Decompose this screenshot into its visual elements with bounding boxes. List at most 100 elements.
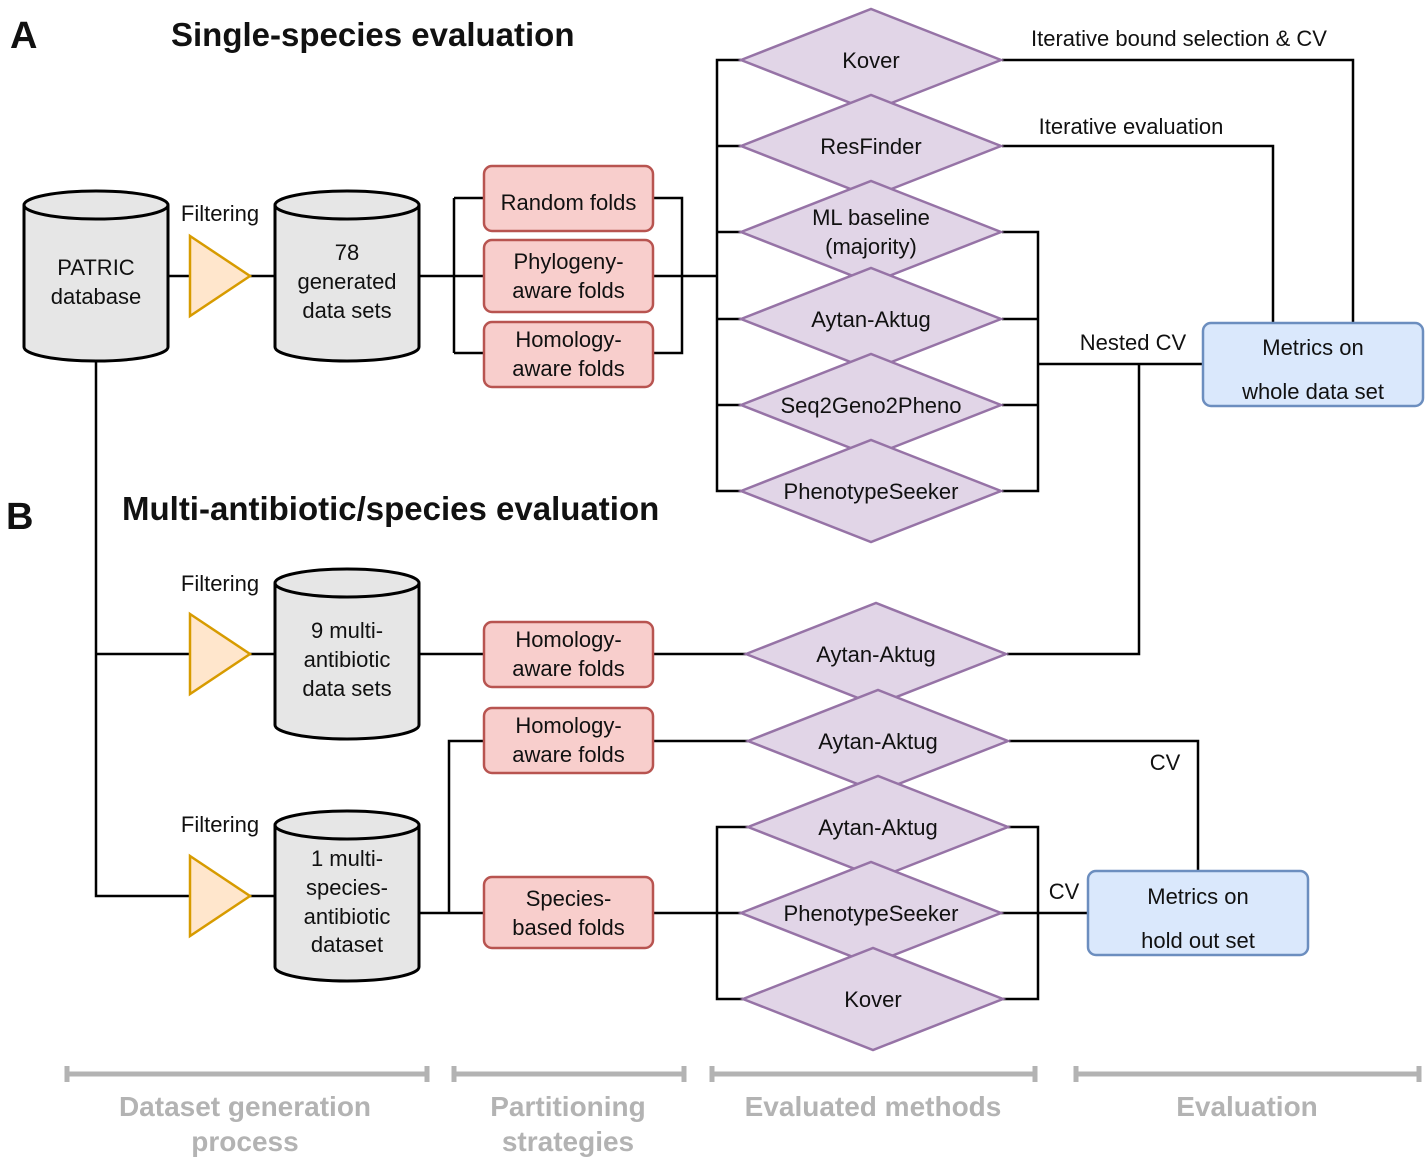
metrics-whole-data-set-box	[1201, 321, 1425, 408]
fold-species-box	[482, 875, 655, 950]
label-iterative-eval: Iterative evaluation	[1039, 114, 1224, 139]
stage-dataset-generation-text-2: process	[191, 1126, 298, 1157]
method-seq2geno-text-1: Seq2Geno2Pheno	[780, 393, 961, 418]
method-aytan-b3: Aytan-Aktug	[744, 774, 1012, 880]
method-aytan-a-text-1: Aytan-Aktug	[811, 307, 930, 332]
label-iterative-bound: Iterative bound selection & CV	[1031, 26, 1327, 51]
database-generated-text-2: generated	[297, 269, 396, 294]
database-multi-antibiotic-text-3: data sets	[302, 676, 391, 701]
method-aytan-b3-text-1: Aytan-Aktug	[818, 815, 937, 840]
database-multi-species-text-2: species-	[306, 875, 388, 900]
edge-aytan-b1-to-nested	[1007, 364, 1141, 656]
method-aytan-b2-diamond	[744, 688, 1012, 794]
method-kover-b-diamond	[739, 946, 1007, 1052]
method-ml-baseline-diamond	[737, 179, 1005, 285]
connectors	[94, 58, 1355, 1001]
fold-homology-b2-text-2: aware folds	[512, 742, 625, 767]
metrics-whole-data-set-text-1: Metrics on	[1262, 335, 1363, 360]
stage-methods-text-1: Evaluated methods	[745, 1091, 1002, 1122]
edge-resfinder-to-metrics	[1002, 144, 1275, 323]
fold-homology-a-text-1: Homology-	[515, 327, 621, 352]
database-patric-shape	[22, 189, 170, 363]
fold-phylogeny-box	[482, 238, 655, 314]
method-phenotypeseeker-b-text-1: PhenotypeSeeker	[784, 901, 959, 926]
label-cv-bottom: CV	[1049, 879, 1080, 904]
fold-phylogeny-text-1: Phylogeny-	[513, 249, 623, 274]
stage-evaluation-text-1: Evaluation	[1176, 1091, 1318, 1122]
method-kover-a: Kover	[737, 7, 1005, 113]
stage-evaluation: Evaluation	[1176, 1091, 1318, 1122]
method-aytan-b2-text-1: Aytan-Aktug	[818, 729, 937, 754]
method-aytan-b1: Aytan-Aktug	[742, 601, 1010, 707]
database-patric-rim	[22, 204, 170, 221]
bracket-evaluation	[1073, 1066, 1422, 1082]
panel-a-letter: A	[10, 15, 37, 57]
metrics-hold-out-set-text-1: Metrics on	[1147, 884, 1248, 909]
fold-homology-a-box	[482, 320, 655, 389]
method-kover-a-diamond	[737, 7, 1005, 113]
database-multi-antibiotic: 9 multi-antibiotic data sets	[273, 567, 421, 741]
method-phenotypeseeker-a-text-1: PhenotypeSeeker	[784, 479, 959, 504]
fold-random-box	[482, 164, 655, 233]
fold-homology-a-text-2: aware folds	[512, 356, 625, 381]
method-resfinder: ResFinder	[737, 93, 1005, 199]
method-resfinder-text-1: ResFinder	[820, 134, 921, 159]
method-seq2geno-diamond	[737, 352, 1005, 458]
method-kover-b-text-1: Kover	[844, 987, 901, 1012]
fold-species: Species-based folds	[482, 875, 655, 950]
database-multi-antibiotic-rim	[273, 582, 421, 599]
fold-homology-b2-text-1: Homology-	[515, 713, 621, 738]
database-multi-species-text-1: 1 multi-	[311, 846, 383, 871]
method-aytan-b2: Aytan-Aktug	[744, 688, 1012, 794]
fold-species-text-2: based folds	[512, 915, 625, 940]
database-multi-species-rim	[273, 824, 421, 841]
fold-homology-b2-box	[482, 706, 655, 775]
method-ml-baseline-text-2: (majority)	[825, 234, 917, 259]
database-generated-shape	[273, 189, 421, 363]
fold-homology-b1: Homology-aware folds	[482, 620, 655, 689]
database-generated-text-1: 78	[335, 240, 359, 265]
edge-patric-down	[94, 361, 190, 898]
database-multi-species-text-3: antibiotic	[304, 904, 391, 929]
bracket-methods-left-a	[715, 58, 741, 493]
fold-homology-b1-box	[482, 620, 655, 689]
method-aytan-b1-diamond	[742, 601, 1010, 707]
method-ml-baseline-text-1: ML baseline	[812, 205, 930, 230]
database-multi-antibiotic-text-2: antibiotic	[304, 647, 391, 672]
database-multi-antibiotic-shape	[273, 567, 421, 741]
fold-homology-b1-text-2: aware folds	[512, 656, 625, 681]
bracket-methods	[709, 1066, 1038, 1082]
edge-folds-to-methods	[653, 196, 717, 355]
database-generated-text-3: data sets	[302, 298, 391, 323]
fold-phylogeny-text-2: aware folds	[512, 278, 625, 303]
filter-triangle-mid	[188, 611, 253, 697]
database-multi-antibiotic-text-1: 9 multi-	[311, 618, 383, 643]
bracket-partitioning	[451, 1066, 687, 1082]
label-nested-cv: Nested CV	[1080, 330, 1187, 355]
edge-multi-species-to-folds	[419, 739, 484, 915]
database-generated: 78 generated data sets	[273, 189, 421, 363]
filter-triangle-top	[188, 233, 253, 319]
fold-homology-b1-text-1: Homology-	[515, 627, 621, 652]
edge-aytan-b2-to-holdout	[1009, 739, 1200, 871]
database-multi-species-shape	[273, 809, 421, 983]
method-aytan-a-diamond	[737, 266, 1005, 372]
filter-label-mid: Filtering	[181, 571, 259, 596]
method-phenotypeseeker-a-diamond	[737, 438, 1005, 544]
filter-label-bottom: Filtering	[181, 812, 259, 837]
bracket-methods-right-a	[1002, 230, 1203, 493]
fold-random: Random folds	[482, 164, 655, 233]
bracket-methods-left-b	[715, 825, 748, 1001]
fold-homology-a: Homology-aware folds	[482, 320, 655, 389]
method-ml-baseline: ML baseline (majority)	[737, 179, 1005, 285]
stage-partitioning-text-2: strategies	[502, 1126, 634, 1157]
method-seq2geno: Seq2Geno2Pheno	[737, 352, 1005, 458]
database-generated-rim	[273, 204, 421, 221]
